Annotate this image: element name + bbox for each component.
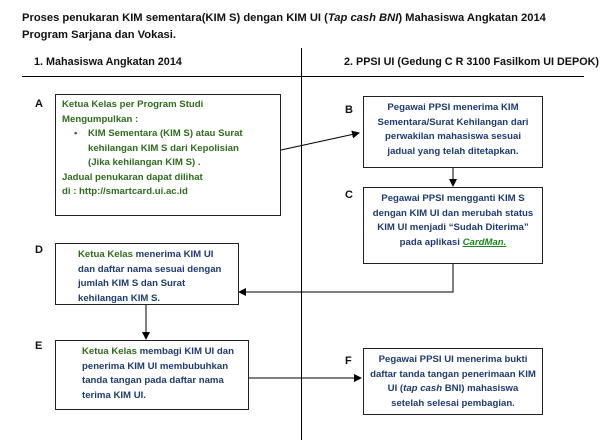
arrow-c-to-d — [238, 264, 454, 296]
step-d-box: Ketua Kelas menerima KIM UI dan daftar n… — [55, 243, 239, 305]
step-f-text-a: Pegawai PPSI UI menerima bukti daftar ta… — [370, 354, 536, 394]
step-letter-f: F — [345, 355, 352, 367]
step-e-text: membagi KIM UI dan penerima KIM UI membu… — [82, 346, 234, 401]
step-e-box: Ketua Kelas membagi KIM UI dan penerima … — [55, 340, 249, 410]
step-c-box: Pegawai PPSI mengganti KIM S dengan KIM … — [363, 187, 543, 264]
step-letter-d: D — [35, 244, 43, 256]
step-a-line4: di : http://smartcard.ui.ac.id — [62, 186, 188, 197]
header-divider — [22, 76, 584, 77]
step-d-keyword: Ketua Kelas — [78, 249, 133, 260]
step-a-line1: Ketua Kelas per Program Studi — [62, 99, 204, 110]
arrow-a-to-b — [280, 130, 360, 151]
step-f-italic: tap cash — [403, 383, 443, 394]
column-header-right: 2. PPSI UI (Gedung C R 3100 Fasilkom UI … — [344, 56, 599, 68]
title-suffix: ) Mahasiswa Angkatan 2014 Program Sarjan… — [22, 12, 546, 41]
column-divider — [301, 48, 302, 440]
title-italic: Tap cash BNI — [327, 12, 399, 24]
step-b-text: Pegawai PPSI menerima KIM Sementara/Sura… — [377, 102, 529, 157]
cardman-link[interactable]: CardMan. — [462, 236, 507, 248]
step-a-list: KIM Sementara (KIM S) atau Surat kehilan… — [62, 127, 274, 171]
step-a-line2: Mengumpulkan : — [62, 113, 139, 125]
step-letter-b: B — [345, 104, 353, 116]
step-a-box: Ketua Kelas per Program Studi Mengumpulk… — [55, 94, 281, 216]
step-a-line3: Jadual penukaran dapat dilihat — [62, 171, 203, 183]
step-letter-a: A — [35, 98, 43, 110]
step-b-box: Pegawai PPSI menerima KIM Sementara/Sura… — [363, 96, 543, 168]
step-a-bullet: KIM Sementara (KIM S) atau Surat kehilan… — [74, 127, 274, 171]
step-f-text-b: BNI) mahasiswa setelah selesai pembagian… — [391, 383, 519, 409]
step-d-text: menerima KIM UI dan daftar nama sesuai d… — [78, 249, 222, 304]
title-prefix: Proses penukaran KIM sementara(KIM S) de… — [22, 12, 328, 24]
step-c-text: Pegawai PPSI mengganti KIM S dengan KIM … — [372, 193, 534, 248]
column-header-left: 1. Mahasiswa Angkatan 2014 — [34, 56, 182, 68]
step-letter-e: E — [35, 340, 43, 352]
step-f-box: Pegawai PPSI UI menerima bukti daftar ta… — [363, 348, 543, 415]
step-letter-c: C — [345, 189, 353, 201]
page-title: Proses penukaran KIM sementara(KIM S) de… — [22, 10, 582, 44]
step-e-keyword: Ketua Kelas — [82, 346, 137, 357]
